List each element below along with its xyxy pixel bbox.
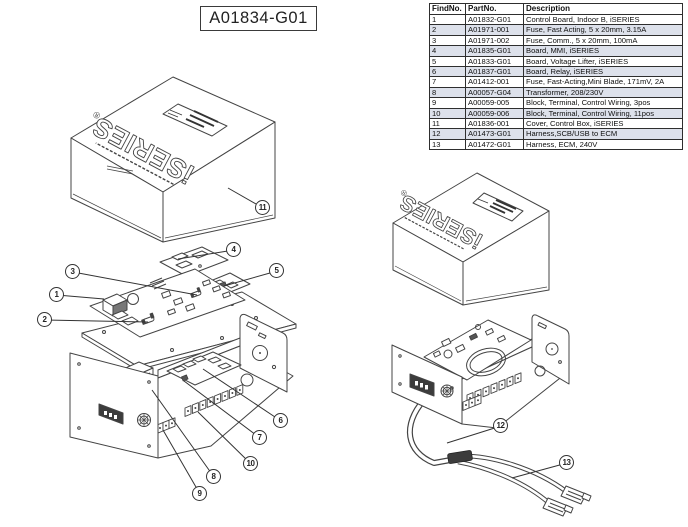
part-no-cell: A01836-001 xyxy=(465,118,524,130)
find-no-cell: 7 xyxy=(429,76,466,88)
callout-6: 6 xyxy=(273,413,288,428)
find-no-cell: 11 xyxy=(429,118,466,130)
left-cover-drawing: iSERIES ® xyxy=(70,76,276,243)
callout-8: 8 xyxy=(206,469,221,484)
part-no-cell: A00059-005 xyxy=(465,97,524,109)
description-cell: Fuse, Fast Acting, 5 x 20mm, 3.15A xyxy=(523,24,683,36)
callout-5: 5 xyxy=(269,263,284,278)
part-no-cell: A01971-002 xyxy=(465,34,524,47)
harness-scb-usb xyxy=(406,398,569,505)
callout-3: 3 xyxy=(65,264,80,279)
cover-label xyxy=(162,103,228,137)
part-no-header: PartNo. xyxy=(465,3,524,15)
description-cell: Fuse, Comm., 5 x 20mm, 100mA xyxy=(523,34,683,47)
find-no-cell: 12 xyxy=(429,128,466,140)
callout-10: 10 xyxy=(243,456,258,471)
drawing-number: A01834-G01 xyxy=(209,9,308,27)
find-no-cell: 10 xyxy=(429,107,466,120)
right-front-panel xyxy=(391,344,463,425)
callout-2: 2 xyxy=(37,312,52,327)
description-cell: Harness, ECM, 240V xyxy=(523,138,683,151)
description-cell: Transformer, 208/230V xyxy=(523,86,683,99)
part-no-cell: A00059-006 xyxy=(465,107,524,120)
part-no-cell: A01412-001 xyxy=(465,76,524,88)
callout-13: 13 xyxy=(559,455,574,470)
drawing-number-box: A01834-G01 xyxy=(200,6,317,31)
find-no-header: FindNo. xyxy=(429,3,466,15)
harness-ecm-connectors xyxy=(542,485,592,517)
find-no-cell: 4 xyxy=(429,45,466,57)
callout-7: 7 xyxy=(252,430,267,445)
right-cover-drawing: iSERIES ® xyxy=(392,172,550,306)
find-no-cell: 8 xyxy=(429,86,466,99)
part-no-cell: A01835-G01 xyxy=(465,45,524,57)
wire-loop xyxy=(466,347,506,377)
callout-9: 9 xyxy=(192,486,207,501)
callout-11: 11 xyxy=(255,200,270,215)
part-no-cell: A00057-G04 xyxy=(465,86,524,99)
relay-board xyxy=(166,351,242,386)
part-no-cell: A01971-001 xyxy=(465,24,524,36)
description-cell: Fuse, Fast-Acting,Mini Blade, 171mV, 2A xyxy=(523,76,683,88)
part-no-cell: A01472-G01 xyxy=(465,138,524,151)
description-cell: Board, MMI, iSERIES xyxy=(523,45,683,57)
front-panel xyxy=(69,352,159,459)
table-header-row: FindNo. PartNo. Description xyxy=(429,3,683,15)
description-cell: Board, Voltage Lifter, iSERIES xyxy=(523,55,683,68)
find-no-cell: 13 xyxy=(429,138,466,151)
description-cell: Cover, Control Box, iSERIES xyxy=(523,118,683,130)
comm-port-icon xyxy=(98,403,124,425)
callout-4: 4 xyxy=(226,242,241,257)
brand-emblem-icon xyxy=(440,384,454,398)
find-no-cell: 5 xyxy=(429,55,466,68)
right-control-box xyxy=(391,314,592,517)
brand-emblem-icon xyxy=(137,413,151,427)
callout-12: 12 xyxy=(493,418,508,433)
registered-mark: ® xyxy=(399,187,409,198)
description-cell: Control Board, Indoor B, iSERIES xyxy=(523,13,683,26)
description-cell: Board, Relay, iSERIES xyxy=(523,66,683,78)
description-cell: Block, Terminal, Control Wiring, 3pos xyxy=(523,97,683,109)
part-no-cell: A01473-G01 xyxy=(465,128,524,140)
callout-1: 1 xyxy=(49,287,64,302)
find-no-cell: 6 xyxy=(429,66,466,78)
control-box-enclosure xyxy=(69,313,294,459)
description-header: Description xyxy=(523,3,683,15)
registered-mark: ® xyxy=(91,109,102,121)
part-no-cell: A01837-G01 xyxy=(465,66,524,78)
description-cell: Block, Terminal, Control Wiring, 11pos xyxy=(523,107,683,120)
description-cell: Harness,SCB/USB to ECM xyxy=(523,128,683,140)
find-no-cell: 3 xyxy=(429,34,466,47)
find-no-cell: 2 xyxy=(429,24,466,36)
part-no-cell: A01832-G01 xyxy=(465,13,524,26)
part-no-cell: A01833-G01 xyxy=(465,55,524,68)
find-no-cell: 9 xyxy=(429,97,466,109)
control-board xyxy=(89,268,246,338)
right-cover-label xyxy=(472,192,524,222)
callout-leader-lines xyxy=(44,187,568,495)
find-no-cell: 1 xyxy=(429,13,466,26)
comm-port-icon xyxy=(409,373,435,397)
